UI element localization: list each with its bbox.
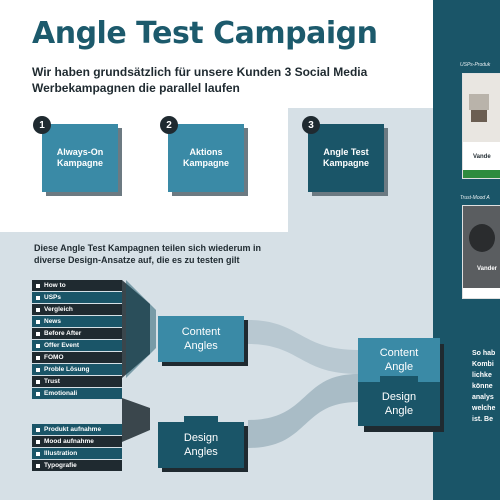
content-tag: USPs bbox=[32, 292, 122, 303]
content-tag: FOMO bbox=[32, 352, 122, 363]
side-caption-2: Trust-Mood A bbox=[460, 195, 490, 201]
ad-card-1-brand: Vande bbox=[473, 154, 491, 160]
page-subtitle: Wir haben grundsätzlich für unsere Kunde… bbox=[32, 65, 368, 95]
design-tag: Illustration bbox=[32, 448, 122, 459]
design-angles-label: Design Angles bbox=[183, 432, 219, 458]
combined-design-box: Design Angle bbox=[358, 382, 440, 426]
campaign-3-label: Angle Test Kampagne bbox=[322, 147, 369, 168]
content-tag: Offer Event bbox=[32, 340, 122, 351]
campaign-2-box: Aktions Kampagne bbox=[168, 124, 244, 192]
ad-card-1-chair bbox=[469, 94, 489, 110]
intro-text: Diese Angle Test Kampagnen teilen sich w… bbox=[34, 243, 262, 265]
combined-content-label: Content Angle bbox=[379, 347, 419, 373]
page-title: Angle Test Campaign bbox=[32, 16, 378, 51]
ad-card-1-base bbox=[471, 110, 487, 122]
combined-content-box: Content Angle bbox=[358, 338, 440, 382]
campaign-3-badge: 3 bbox=[302, 116, 320, 134]
campaign-2-label: Aktions Kampagne bbox=[182, 147, 229, 168]
content-tag: How to bbox=[32, 280, 122, 291]
design-angles-box: Design Angles bbox=[158, 422, 244, 468]
campaign-1-label: Always-On Kampagne bbox=[56, 147, 104, 168]
ad-card-2: Vander bbox=[463, 206, 500, 298]
content-tag: Vergleich bbox=[32, 304, 122, 315]
content-tag: Emotionali bbox=[32, 388, 122, 399]
design-angles-notch bbox=[184, 416, 218, 424]
combined-design-label: Design Angle bbox=[381, 391, 417, 417]
content-tag: Before After bbox=[32, 328, 122, 339]
ad-card-2-brand: Vander bbox=[477, 266, 498, 272]
content-angles-box: Content Angles bbox=[158, 316, 244, 362]
ad-card-1: Vande bbox=[463, 74, 500, 178]
ad-card-2-figure bbox=[469, 224, 495, 252]
ad-card-1-bar bbox=[463, 170, 500, 178]
design-tag: Produkt aufnahme bbox=[32, 424, 122, 435]
flow-connectors bbox=[122, 280, 358, 448]
content-tag: Trust bbox=[32, 376, 122, 387]
side-caption-1: USPs-Produk bbox=[460, 62, 491, 68]
content-tag: News bbox=[32, 316, 122, 327]
campaign-1-badge: 1 bbox=[33, 116, 51, 134]
content-tag: Proble Lösung bbox=[32, 364, 122, 375]
campaign-2-badge: 2 bbox=[160, 116, 178, 134]
design-tag: Mood aufnahme bbox=[32, 436, 122, 447]
content-angles-label: Content Angles bbox=[181, 326, 221, 352]
combined-notch bbox=[380, 376, 418, 384]
campaign-3-box: Angle Test Kampagne bbox=[308, 124, 384, 192]
design-tag: Typografie bbox=[32, 460, 122, 471]
campaign-1-box: Always-On Kampagne bbox=[42, 124, 118, 192]
side-text: So hab Kombi lichke könne analys welche … bbox=[472, 350, 496, 423]
